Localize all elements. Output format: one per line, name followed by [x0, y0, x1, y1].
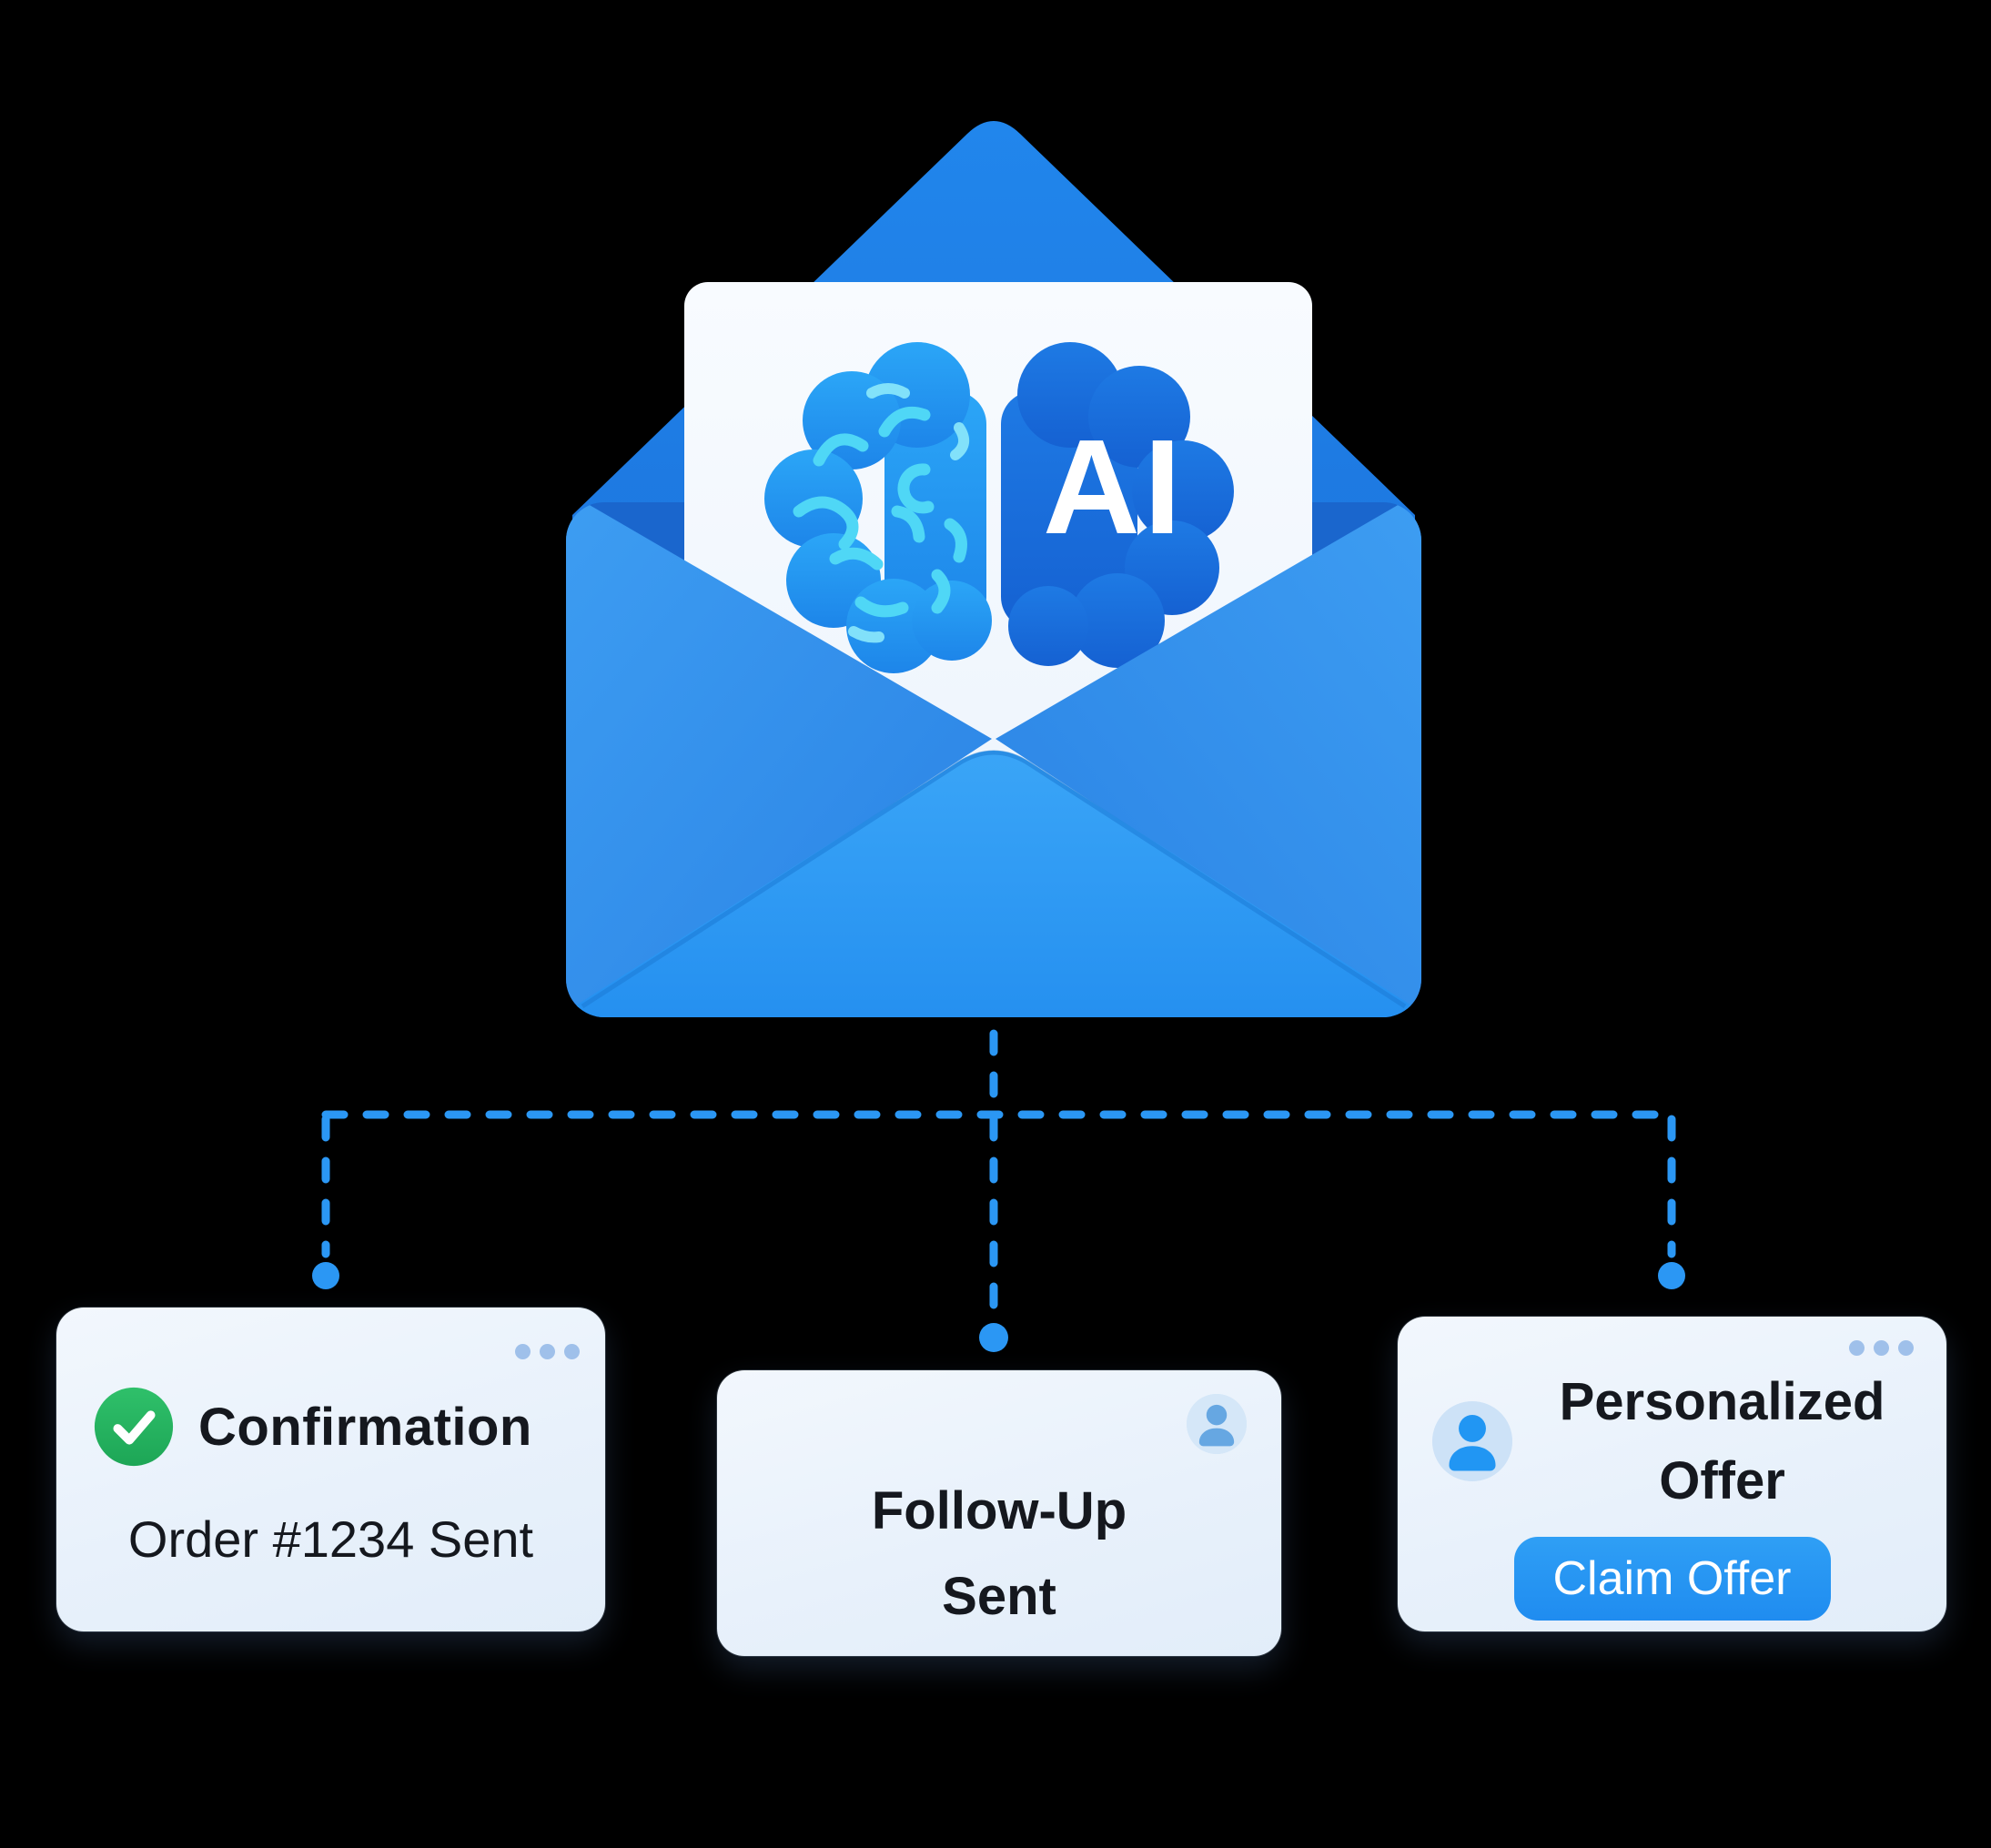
person-icon — [1432, 1401, 1512, 1481]
connector-dot-left — [312, 1262, 339, 1289]
ellipsis-icon[interactable] — [1849, 1340, 1914, 1356]
envelope-fold-seam — [581, 750, 1407, 1009]
connector-dot-right — [1658, 1262, 1685, 1289]
envelope-front-fold — [566, 751, 1421, 1017]
card-confirmation: Confirmation Order #1234 Sent — [56, 1308, 605, 1631]
check-circle-icon — [94, 1387, 174, 1467]
envelope-right-fold — [996, 502, 1421, 1017]
brain-folds-highlight-icon — [848, 383, 970, 643]
ai-label: AI — [1043, 412, 1185, 562]
connector-lines — [321, 1029, 1676, 1320]
card-followup: Follow-Up Sent — [717, 1370, 1281, 1656]
card-title: Confirmation — [198, 1397, 532, 1457]
card-title-line2: Offer — [1659, 1451, 1785, 1510]
card-subtitle: Order #1234 Sent — [127, 1510, 534, 1568]
open-envelope-icon: AI — [566, 121, 1421, 1017]
person-icon — [1187, 1394, 1247, 1454]
card-title: Personalized Offer — [1531, 1362, 1914, 1520]
card-title-block: Follow-Up Sent — [717, 1370, 1281, 1656]
card-title-line1: Follow-Up — [871, 1481, 1127, 1541]
card-title-row: Personalized Offer — [1432, 1362, 1914, 1520]
brain-right-half — [1001, 342, 1234, 668]
card-title-line1: Personalized — [1559, 1372, 1885, 1431]
card-title-line2: Sent — [942, 1567, 1056, 1627]
claim-offer-button[interactable]: Claim Offer — [1513, 1537, 1831, 1621]
brain-folds-icon — [793, 406, 967, 618]
ellipsis-icon[interactable] — [515, 1344, 580, 1359]
connector-dot-center — [979, 1323, 1008, 1352]
card-offer: Personalized Offer Claim Offer — [1398, 1317, 1946, 1631]
connector-dots — [312, 1262, 1685, 1352]
card-title-row: Confirmation — [91, 1384, 578, 1469]
ai-brain-icon: AI — [764, 342, 1234, 673]
envelope-left-fold — [566, 502, 992, 1017]
